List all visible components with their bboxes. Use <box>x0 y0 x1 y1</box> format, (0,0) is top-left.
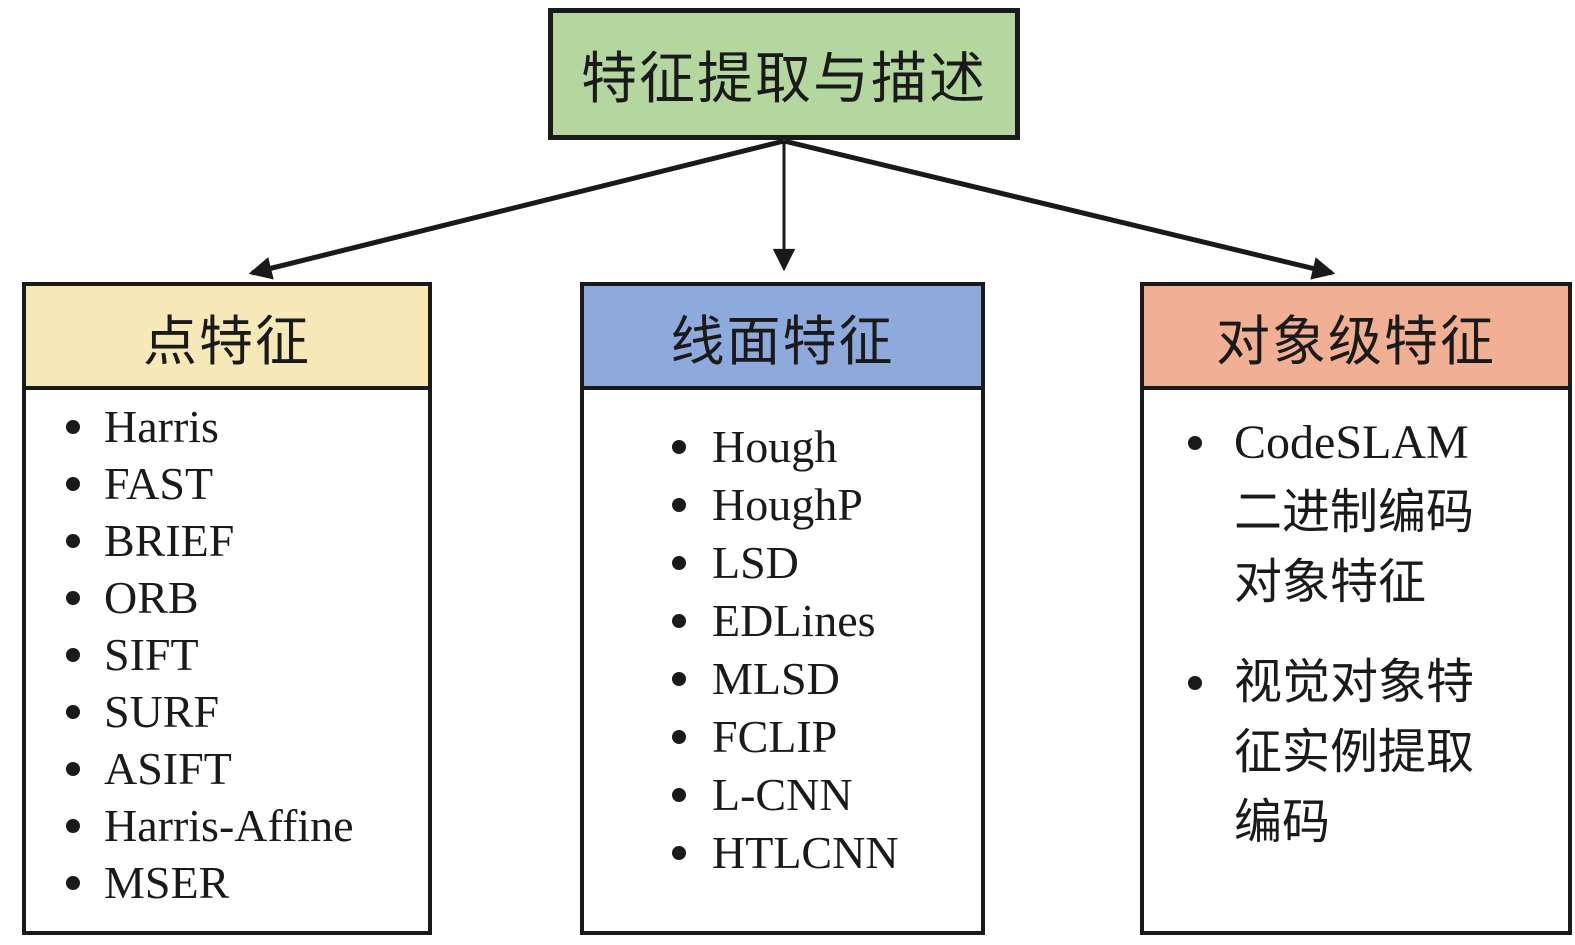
line-surface-features-list: Hough HoughP LSD EDLines MLSD FCLIP L-CN… <box>672 418 971 882</box>
column-object-level-features-body: CodeSLAM 二进制编码 对象特征 视觉对象特 征实例提取 编码 <box>1144 390 1568 931</box>
list-item-label: SIFT <box>104 629 199 680</box>
bullet-icon <box>66 534 80 548</box>
bullet-icon <box>66 819 80 833</box>
list-item: HoughP <box>672 476 971 534</box>
arrow-to-object-level-features <box>783 138 1336 280</box>
list-item: ORB <box>66 569 418 626</box>
bullet-icon <box>66 705 80 719</box>
bullet-icon <box>66 591 80 605</box>
column-line-surface-features-body: Hough HoughP LSD EDLines MLSD FCLIP L-CN… <box>584 390 981 931</box>
bullet-icon <box>1188 436 1202 450</box>
list-item: FCLIP <box>672 708 971 766</box>
list-item: CodeSLAM 二进制编码 对象特征 <box>1188 408 1558 618</box>
list-item-label: MLSD <box>712 653 840 704</box>
list-item: SURF <box>66 683 418 740</box>
list-item-label: L-CNN <box>712 769 853 820</box>
list-item: MLSD <box>672 650 971 708</box>
bullet-icon <box>672 614 686 628</box>
list-item-label: LSD <box>712 537 799 588</box>
list-item: EDLines <box>672 592 971 650</box>
list-item: MSER <box>66 854 418 911</box>
object-level-features-list: CodeSLAM 二进制编码 对象特征 视觉对象特 征实例提取 编码 <box>1188 408 1558 858</box>
list-item-label: Harris <box>104 401 219 452</box>
bullet-icon <box>66 762 80 776</box>
list-item: SIFT <box>66 626 418 683</box>
list-item: FAST <box>66 455 418 512</box>
arrow-to-point-features <box>248 138 785 280</box>
bullet-icon <box>66 648 80 662</box>
list-item-label: ORB <box>104 572 199 623</box>
column-object-level-features-title: 对象级特征 <box>1216 311 1496 372</box>
list-item: 视觉对象特 征实例提取 编码 <box>1188 648 1558 858</box>
list-item-label: BRIEF <box>104 515 235 566</box>
bullet-icon <box>672 788 686 802</box>
bullet-icon <box>1188 676 1202 690</box>
list-item-label: FAST <box>104 458 214 509</box>
list-item-label: SURF <box>104 686 220 737</box>
list-item: BRIEF <box>66 512 418 569</box>
column-point-features-title: 点特征 <box>143 311 311 372</box>
list-item: LSD <box>672 534 971 592</box>
bullet-icon <box>66 420 80 434</box>
column-line-surface-features-title: 线面特征 <box>670 311 895 372</box>
list-item: ASIFT <box>66 740 418 797</box>
root-node: 特征提取与描述 <box>548 8 1020 140</box>
list-item-label: HoughP <box>712 479 863 530</box>
bullet-icon <box>672 672 686 686</box>
list-item-label: EDLines <box>712 595 876 646</box>
bullet-icon <box>672 730 686 744</box>
list-item-label: HTLCNN <box>712 827 899 878</box>
column-line-surface-features-header: 线面特征 <box>584 286 981 390</box>
column-line-surface-features: 线面特征 Hough HoughP LSD EDLines MLSD FCLIP… <box>580 282 985 935</box>
list-item-label: FCLIP <box>712 711 838 762</box>
list-item-label: 视觉对象特 征实例提取 编码 <box>1234 656 1475 849</box>
bullet-icon <box>672 498 686 512</box>
list-item-label: Hough <box>712 421 838 472</box>
list-item: HTLCNN <box>672 824 971 882</box>
column-object-level-features: 对象级特征 CodeSLAM 二进制编码 对象特征 视觉对象特 征实例提取 编码 <box>1140 282 1572 935</box>
list-item-label: ASIFT <box>104 743 232 794</box>
bullet-icon <box>672 440 686 454</box>
bullet-icon <box>66 876 80 890</box>
column-object-level-features-header: 对象级特征 <box>1144 286 1568 390</box>
list-item: Harris-Affine <box>66 797 418 854</box>
bullet-icon <box>672 556 686 570</box>
root-node-label: 特征提取与描述 <box>581 48 987 111</box>
list-item: Hough <box>672 418 971 476</box>
list-item-label: CodeSLAM 二进制编码 对象特征 <box>1234 416 1475 609</box>
list-item: L-CNN <box>672 766 971 824</box>
list-item: Harris <box>66 398 418 455</box>
column-point-features-header: 点特征 <box>26 286 428 390</box>
list-item-label: Harris-Affine <box>104 800 354 851</box>
bullet-icon <box>66 477 80 491</box>
column-point-features-body: Harris FAST BRIEF ORB SIFT SURF ASIFT Ha… <box>26 390 428 931</box>
list-item-label: MSER <box>104 857 230 908</box>
point-features-list: Harris FAST BRIEF ORB SIFT SURF ASIFT Ha… <box>66 398 418 911</box>
bullet-icon <box>672 846 686 860</box>
column-point-features: 点特征 Harris FAST BRIEF ORB SIFT SURF ASIF… <box>22 282 432 935</box>
